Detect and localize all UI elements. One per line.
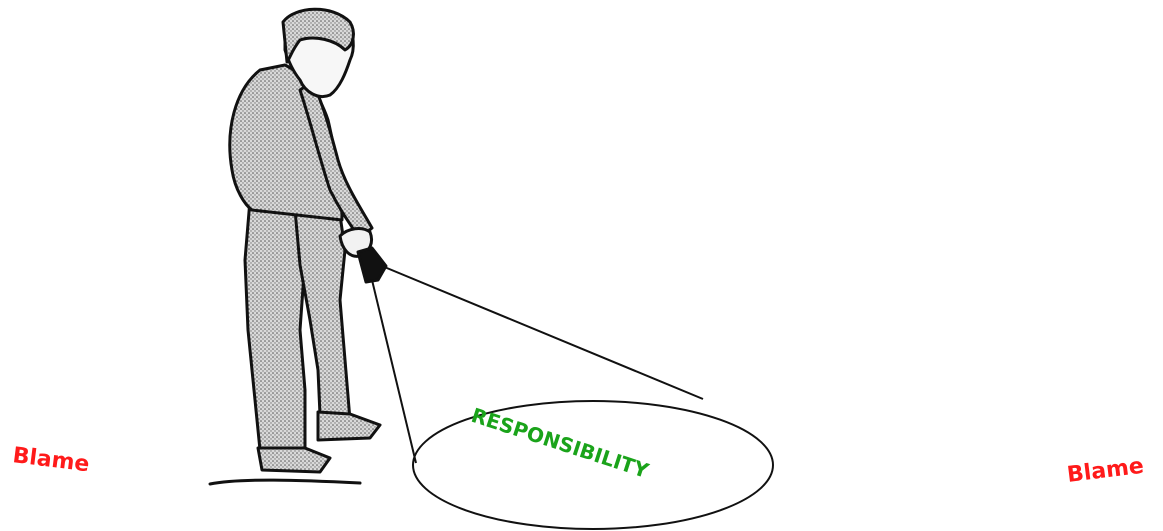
- back-shoe: [258, 448, 330, 472]
- man-figure: [210, 9, 386, 484]
- blame-left: Blame: [11, 443, 90, 477]
- responsibility-label: RESPONSIBILITY: [468, 403, 652, 483]
- beam-lower-edge: [372, 280, 416, 463]
- back-leg: [245, 200, 305, 455]
- ground-line: [210, 480, 360, 484]
- front-shoe: [318, 412, 380, 440]
- blame-right: Blame: [1066, 454, 1145, 488]
- light-beam: [372, 266, 773, 529]
- beam-upper-edge: [382, 266, 703, 399]
- flashlight-icon: [358, 248, 386, 282]
